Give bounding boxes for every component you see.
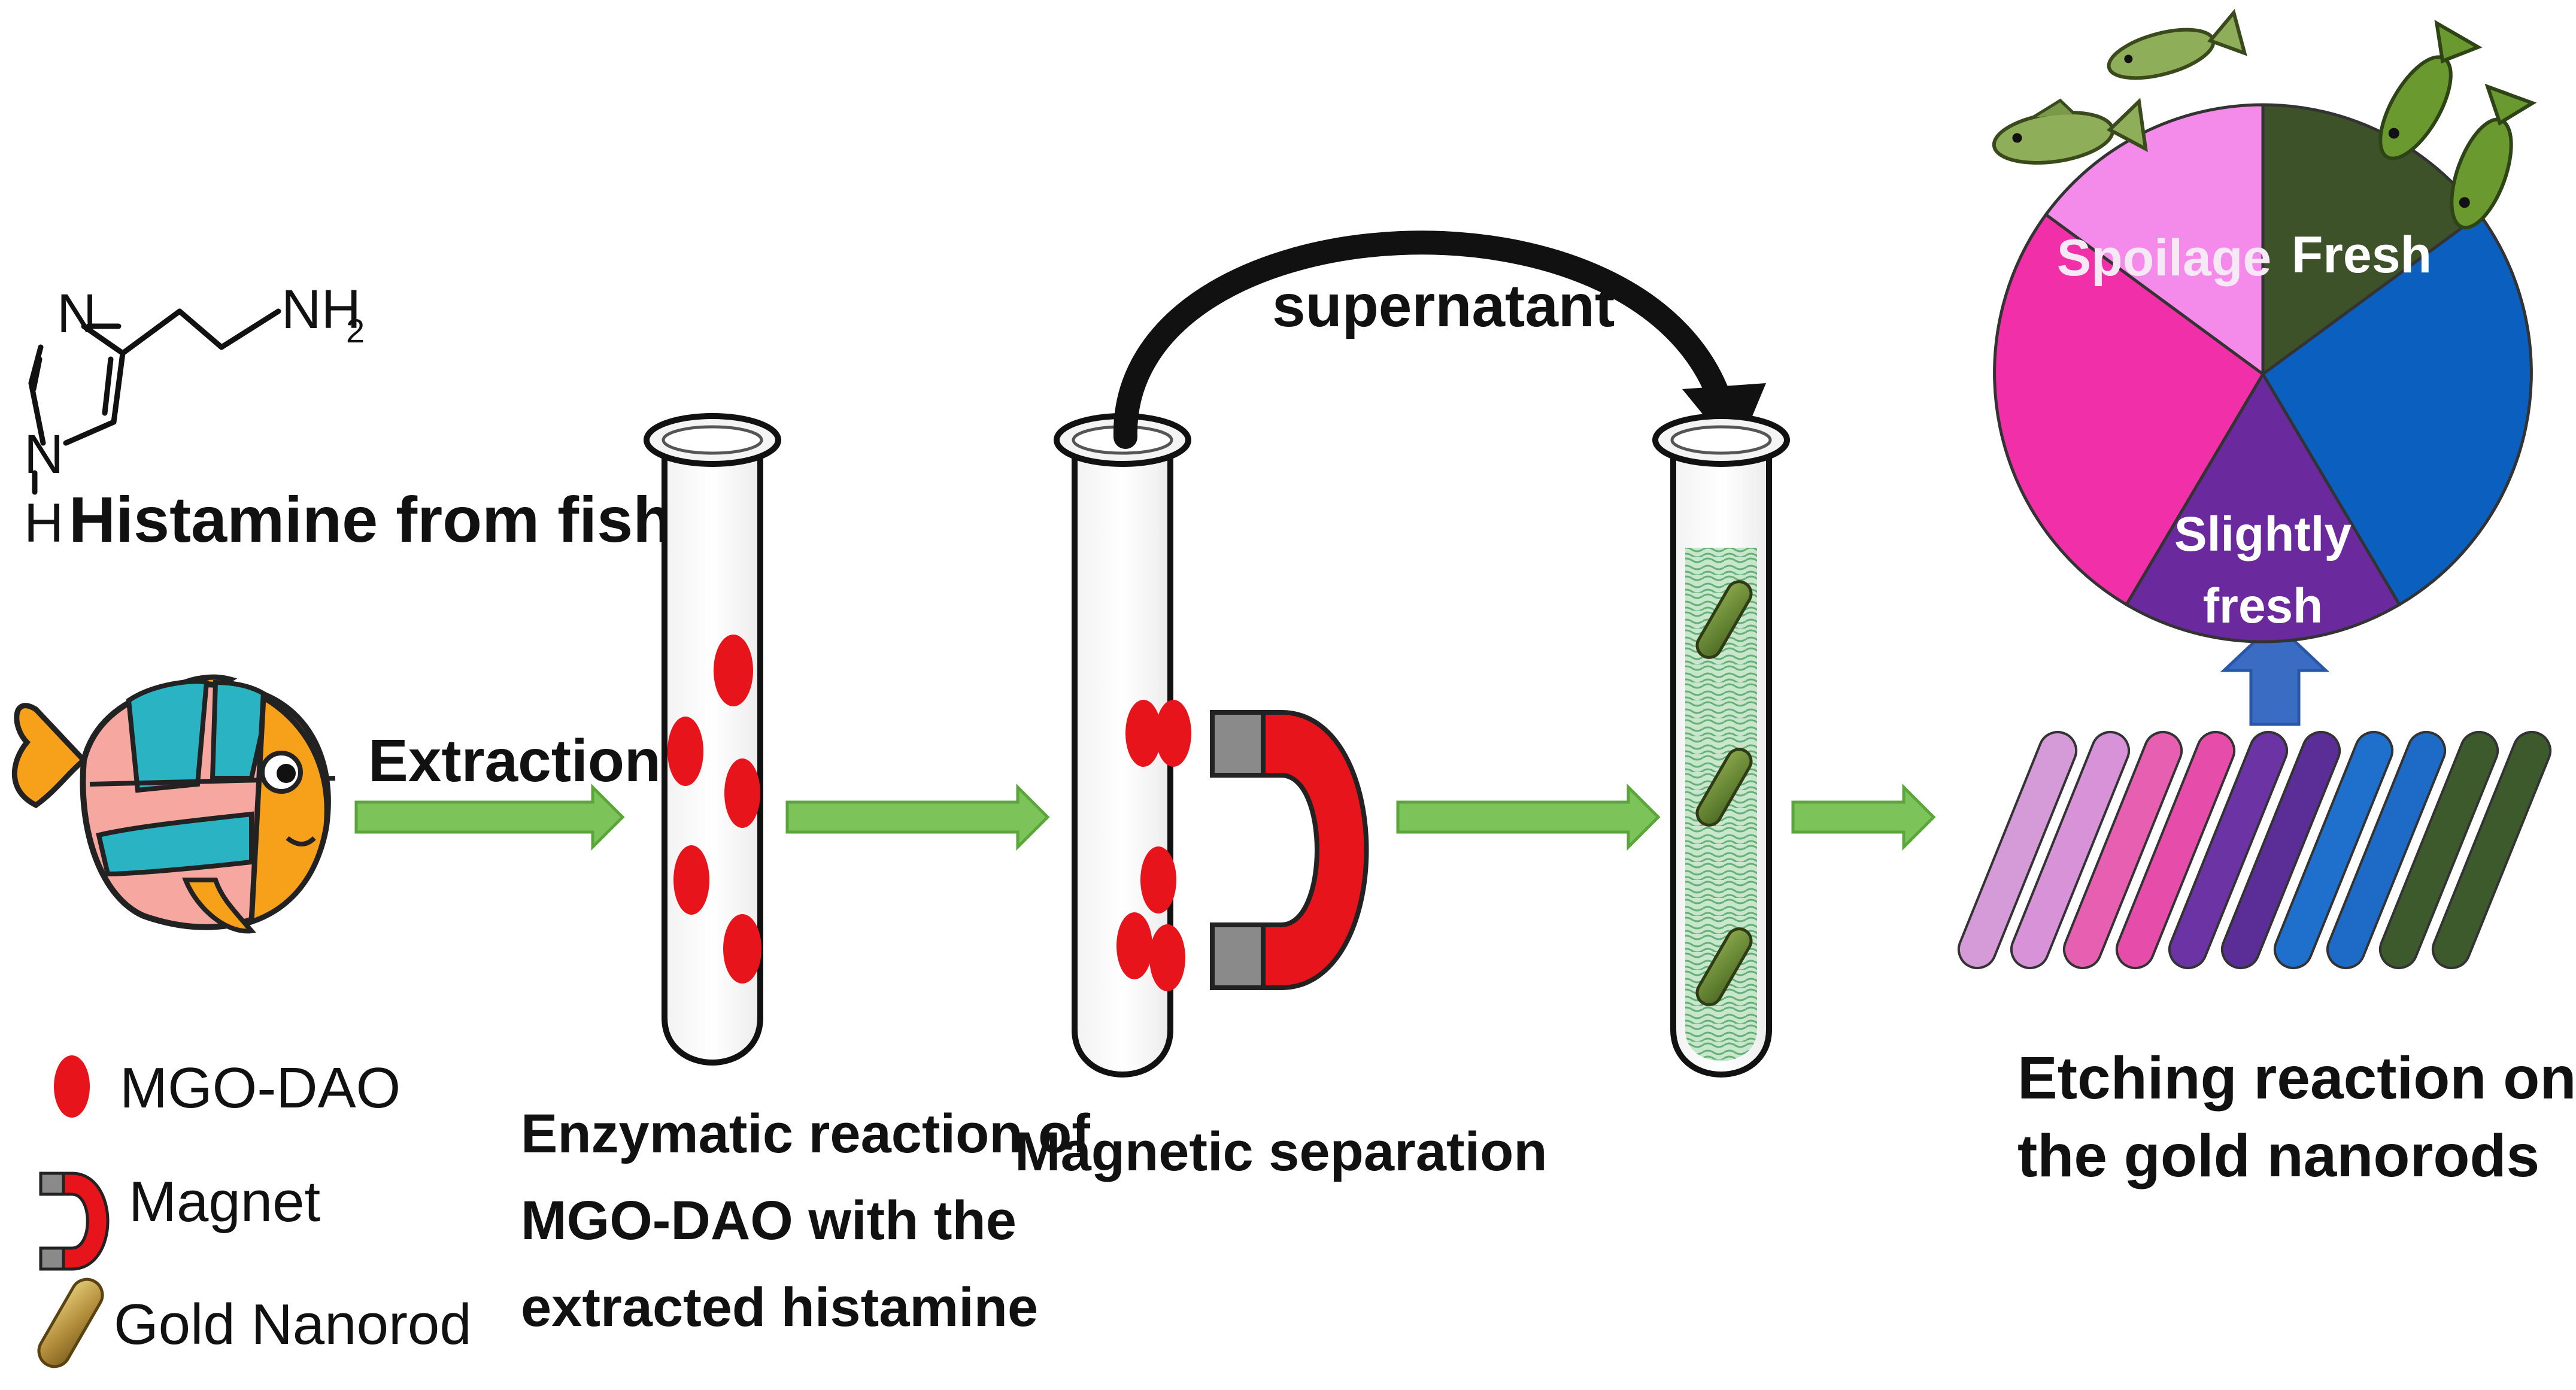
enzymatic-caption: Enzymatic reaction of MGO-DAO with the e…: [521, 1103, 1090, 1338]
etched-nanorod-7: [2273, 731, 2394, 969]
etched-nanorod-3: [2062, 731, 2183, 969]
small-fish-icon-4: [2450, 83, 2537, 230]
pie-segment-pink: [1993, 212, 2265, 607]
atom-h: H: [24, 493, 63, 554]
pie-label-slightly-2: fresh: [2203, 579, 2323, 633]
arrow-step-2: [785, 783, 1050, 851]
mgo-dao-particles-2: [1116, 700, 1191, 991]
pie-label-slightly-1: Slightly: [2174, 507, 2352, 562]
blue-up-arrow: [2220, 620, 2330, 726]
process-arrows: [354, 783, 1936, 851]
magnet-icon: [1210, 710, 1369, 990]
test-tube-icon-1: [644, 413, 781, 1066]
histamine-structure: N N H NH 2: [24, 279, 365, 554]
pie-label-fresh: Fresh: [2292, 226, 2432, 284]
enzymatic-line-3: extracted histamine: [521, 1277, 1038, 1338]
legend-mgo-dao: MGO-DAO: [120, 1056, 400, 1120]
etched-nanorod-9: [2378, 731, 2499, 969]
freshness-pie: Spoilage Fresh Slightly fresh: [1993, 103, 2533, 644]
pie-segment-blue: [2261, 212, 2533, 607]
atom-n-top: N: [57, 283, 96, 344]
atom-n-bottom: N: [24, 424, 63, 485]
small-fish-icon-1: [1992, 98, 2148, 165]
etched-nanorod-2: [2010, 731, 2131, 969]
amine-subscript: 2: [346, 312, 365, 350]
small-fish-icon-2: [2107, 8, 2247, 80]
arrow-step-3: [1396, 783, 1661, 851]
etching-line-2: the gold nanorods: [2017, 1122, 2539, 1189]
mgo-dao-particles-1: [667, 635, 761, 984]
arrow-extraction: [354, 783, 625, 851]
gold-nanorod-icon: [37, 1277, 104, 1368]
pie-label-spoilage: Spoilage: [2057, 229, 2271, 287]
histamine-caption: Histamine from fish: [69, 483, 672, 556]
small-fish-icon-3: [2378, 20, 2483, 160]
etched-nanorod-5: [2168, 731, 2289, 969]
nanorods-in-tube: [1695, 580, 1753, 1006]
legend-magnet: Magnet: [129, 1170, 320, 1234]
enzymatic-line-1: Enzymatic reaction of: [521, 1103, 1090, 1164]
magnetic-separation-caption: Magnetic separation: [1015, 1121, 1548, 1182]
test-tube-icon-2: [1054, 413, 1191, 1078]
enzymatic-line-2: MGO-DAO with the: [521, 1190, 1017, 1251]
etched-nanorod-1: [1957, 731, 2078, 969]
etched-nanorod-10: [2431, 731, 2552, 969]
legend-gold-nanorod: Gold Nanorod: [114, 1292, 472, 1356]
legend: MGO-DAO Magnet Gold Nanorod: [37, 1055, 472, 1368]
legend-mgo-dao-swatch: [54, 1055, 90, 1118]
fish-icon: [11, 674, 336, 934]
supernatant-label: supernatant: [1272, 272, 1615, 339]
etched-nanorods: [1957, 731, 2552, 969]
legend-magnet-swatch: [39, 1172, 110, 1271]
arrow-step-4: [1791, 783, 1936, 851]
extraction-label: Extraction: [368, 727, 661, 794]
etched-nanorod-4: [2115, 731, 2236, 969]
etched-nanorod-8: [2326, 731, 2447, 969]
pie-segment-slightly-fresh: [2124, 371, 2402, 644]
amine-group: NH: [281, 279, 361, 340]
etching-line-1: Etching reaction on: [2017, 1045, 2576, 1112]
etched-nanorod-6: [2220, 731, 2341, 969]
test-tube-icon-3: [1652, 413, 1790, 1078]
